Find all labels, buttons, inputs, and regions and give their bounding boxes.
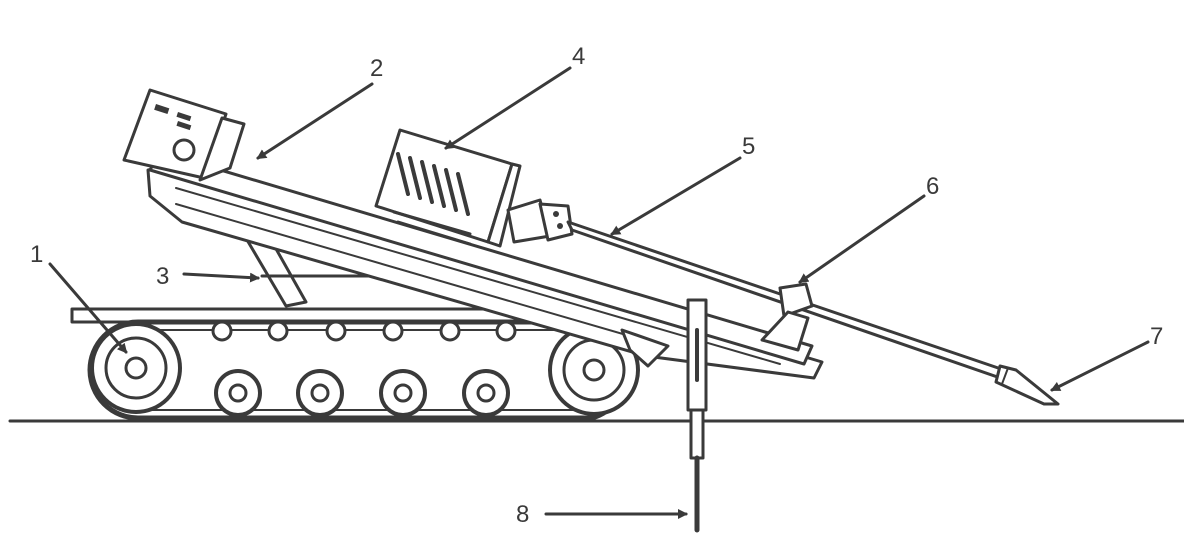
leader-arrow-3 (182, 272, 260, 283)
crawler-track (70, 307, 640, 421)
control-unit (122, 88, 246, 182)
callout-label-1: 1 (30, 241, 43, 268)
rotary-drive-head (374, 128, 574, 248)
leader-arrows (48, 66, 1150, 519)
callout-label-6: 6 (926, 173, 939, 200)
leader-arrow-6 (798, 194, 926, 284)
leader-arrow-7 (1050, 340, 1150, 392)
callout-label-4: 4 (572, 43, 585, 70)
callout-label-5: 5 (742, 133, 755, 160)
callout-label-2: 2 (370, 55, 383, 82)
drill-bit (994, 364, 1060, 406)
callout-label-3: 3 (156, 263, 169, 290)
callout-labels: 1 2 3 4 5 6 7 8 (30, 43, 1163, 528)
rod-guide (760, 282, 814, 352)
leader-arrow-4 (444, 66, 572, 150)
callout-label-8: 8 (516, 501, 529, 528)
leader-arrow-2 (256, 82, 374, 160)
ground-anchor (686, 298, 708, 533)
callout-label-7: 7 (1150, 323, 1163, 350)
drill-mast (146, 150, 824, 380)
leader-arrow-5 (610, 156, 742, 236)
leader-arrow-1 (48, 262, 128, 354)
